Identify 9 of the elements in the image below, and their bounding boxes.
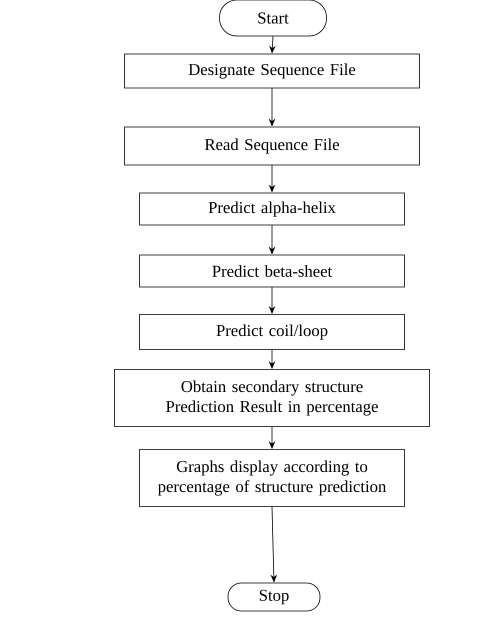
terminal-box: Stop: [228, 582, 320, 612]
process-box: Obtain secondary structure Prediction Result in percentage: [114, 369, 430, 427]
process-box: Read Sequence File: [124, 126, 420, 166]
process-box: Predict coil/loop: [139, 314, 405, 350]
process-box: Designate Sequence File: [124, 54, 420, 88]
process-box: Graphs display according to percentage of structure prediction: [139, 449, 405, 507]
terminal-box: Start: [219, 0, 327, 36]
process-box: Predict alpha-helix: [139, 192, 405, 226]
process-box: Predict beta-sheet: [139, 254, 405, 288]
